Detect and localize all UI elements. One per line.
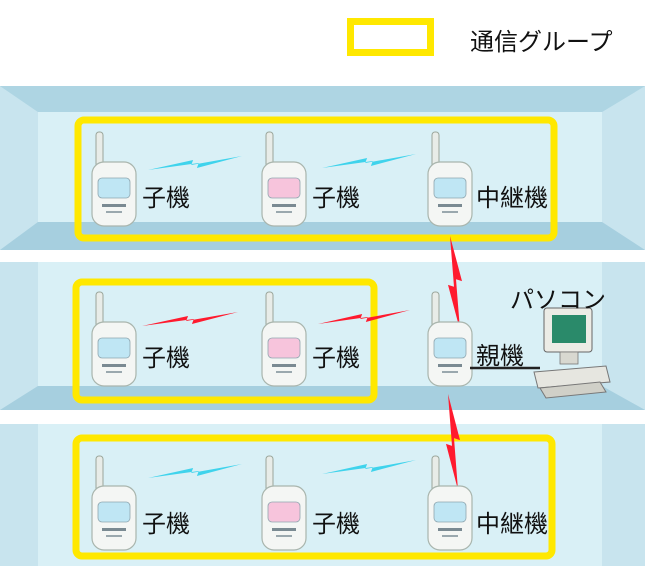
- device-text-line: [442, 371, 458, 373]
- shelf-ceiling: [0, 86, 645, 112]
- device-text-line: [102, 364, 126, 367]
- legend-swatch: [347, 18, 434, 56]
- group-frame-3: [72, 434, 556, 560]
- device-display: [267, 337, 301, 359]
- data-logger-device: [427, 455, 473, 551]
- device-label-f1-d1: 子機: [142, 184, 190, 212]
- wireless-link-f1-b: [322, 154, 416, 168]
- data-logger-device: [261, 131, 307, 227]
- monitor-screen: [552, 315, 586, 343]
- data-logger-device: [427, 131, 473, 227]
- device-display: [97, 501, 131, 523]
- monitor-stand: [559, 351, 579, 365]
- data-logger-device: [261, 455, 307, 551]
- group-frame-1: [74, 116, 558, 242]
- device-display: [433, 337, 467, 359]
- wireless-link-vertical-top: [448, 236, 462, 330]
- shelf-right-wall: [602, 262, 645, 410]
- device-text-line: [442, 535, 458, 537]
- device-text-line: [102, 528, 126, 531]
- pc-label: パソコン: [510, 286, 606, 314]
- shelf-left-wall: [0, 262, 38, 410]
- shelf-right-wall: [602, 424, 645, 566]
- shelf-left-wall: [0, 86, 38, 250]
- device-text-line: [272, 364, 296, 367]
- shelf-left-wall: [0, 424, 38, 566]
- data-logger-device: [91, 291, 137, 387]
- device-text-line: [106, 371, 122, 373]
- device-text-line: [106, 211, 122, 213]
- wireless-link-vertical-bottom: [446, 394, 460, 490]
- device-label-f1-d2: 子機: [312, 184, 360, 212]
- device-label-f3-d2: 子機: [312, 510, 360, 538]
- device-text-line: [438, 204, 462, 207]
- wireless-link-f1-a: [148, 156, 242, 170]
- device-display: [97, 337, 131, 359]
- data-logger-device: [261, 291, 307, 387]
- device-text-line: [438, 528, 462, 531]
- devices: [91, 131, 473, 551]
- device-label-f1-d3: 中継機: [476, 184, 548, 212]
- data-logger-device: [427, 291, 473, 387]
- data-logger-device: [91, 131, 137, 227]
- device-display: [267, 501, 301, 523]
- device-label-f2-d1: 子機: [142, 344, 190, 372]
- data-logger-device: [91, 455, 137, 551]
- device-label-f2-d2: 子機: [312, 344, 360, 372]
- device-label-f3-d3: 中継機: [476, 510, 548, 538]
- legend-label: 通信グループ: [470, 28, 613, 56]
- keyboard: [539, 381, 607, 399]
- device-display: [97, 177, 131, 199]
- wireless-link-f2-a: [142, 312, 238, 326]
- device-display: [267, 177, 301, 199]
- device-label-f3-d1: 子機: [142, 510, 190, 538]
- device-label-f2-d3: 親機: [476, 342, 524, 370]
- device-text-line: [102, 204, 126, 207]
- wireless-link-f3-a: [148, 464, 242, 478]
- device-text-line: [276, 371, 292, 373]
- pc-computer: [470, 307, 611, 399]
- wireless-link-f2-b: [318, 310, 410, 324]
- group-frame-2: [72, 278, 378, 404]
- device-text-line: [272, 528, 296, 531]
- device-text-line: [276, 535, 292, 537]
- shelf-right-wall: [602, 86, 645, 250]
- device-text-line: [276, 211, 292, 213]
- device-text-line: [442, 211, 458, 213]
- communication-groups: [72, 116, 558, 560]
- device-text-line: [438, 364, 462, 367]
- wireless-links: [142, 154, 462, 490]
- device-display: [433, 501, 467, 523]
- wireless-link-f3-b: [322, 460, 416, 474]
- device-text-line: [106, 535, 122, 537]
- device-display: [433, 177, 467, 199]
- device-text-line: [272, 204, 296, 207]
